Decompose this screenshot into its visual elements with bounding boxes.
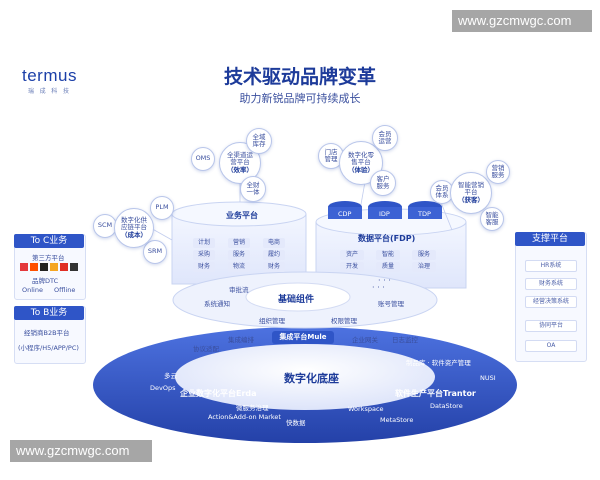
platform-logo-icon xyxy=(20,263,28,271)
tdp-label: TDP xyxy=(418,210,431,218)
base-item: 权限管理 xyxy=(331,317,357,325)
mule-item: 协议适配 xyxy=(193,345,219,353)
toc-offline: Offline xyxy=(54,286,76,294)
tob-line2: (小程序/H5/APP/PC) xyxy=(18,344,79,352)
member-ops-bubble: 会员运营 xyxy=(372,125,398,151)
store-bubble: 门店管理 xyxy=(318,143,344,169)
base-item: 系统通知 xyxy=(204,300,230,308)
tranter-item: 制品库 · 软件资产管理 xyxy=(406,359,471,367)
tdp-disk-body xyxy=(408,207,442,219)
brand-logo: termus 瑞 成 科 技 xyxy=(22,66,77,95)
mule-item: 企业网关 xyxy=(352,336,378,344)
business-tag: 电商 xyxy=(263,238,285,248)
retail-digital-bubble: 数字化零售平台（体验） xyxy=(339,141,383,185)
mule-item: 日志监控 xyxy=(392,336,418,344)
logo-text: termus xyxy=(22,66,77,85)
smart-cs-bubble: 智能客服 xyxy=(480,207,504,231)
fdp-tag: 质量 xyxy=(376,262,400,272)
fdp-more: · · · xyxy=(378,276,391,285)
oms-bubble: OMS xyxy=(191,147,215,171)
fdp-title: 数据平台(FDP) xyxy=(358,234,416,243)
support-item: HR系统 xyxy=(525,260,577,272)
base-item: 组织管理 xyxy=(259,317,285,325)
erda-item: 快数据 xyxy=(286,419,306,427)
platform-logo-icon xyxy=(30,263,38,271)
tranter-item: MetaStore xyxy=(380,416,414,424)
support-item: 财务系统 xyxy=(525,278,577,290)
toc-title: To C业务 xyxy=(14,234,84,248)
inventory-bubble: 全域库存 xyxy=(246,128,272,154)
fdp-tag: 开发 xyxy=(340,262,364,272)
business-tag: 物流 xyxy=(228,262,250,272)
base-item: 账号管理 xyxy=(378,300,404,308)
marketing-platform-bubble: 智能营销平台（获客） xyxy=(450,172,492,214)
support-title: 支撑平台 xyxy=(515,232,585,246)
erda-item: 微服务治理 xyxy=(236,404,269,412)
business-tag: 财务 xyxy=(193,262,215,272)
finance-bubble: 全财一体 xyxy=(240,176,266,202)
erda-item: DevOps xyxy=(150,384,176,392)
toc-dtc: 品牌DTC xyxy=(32,277,59,285)
business-tag: 计划 xyxy=(193,238,215,248)
idp-label: IDP xyxy=(379,210,390,218)
business-platform-title: 业务平台 xyxy=(226,211,258,220)
base-disc-center xyxy=(245,282,351,312)
base-title: 基础组件 xyxy=(278,295,315,305)
page-title: 技术驱动品牌变革 xyxy=(223,66,376,88)
watermark-bottom: www.gzcmwgc.com xyxy=(10,440,152,462)
business-tag: 财务 xyxy=(263,262,285,272)
fdp-tag: 资产 xyxy=(340,250,364,260)
digital-base-title: 数字化底座 xyxy=(284,372,339,385)
business-tag: 营销 xyxy=(228,238,250,248)
tranter-title: 软件生产平台Trantor xyxy=(395,389,476,398)
idp-disk-body xyxy=(368,207,402,219)
cdp-label: CDP xyxy=(338,210,352,218)
business-tag: 履约 xyxy=(263,250,285,260)
ring-inner xyxy=(175,344,435,410)
tranter-item: DataStore xyxy=(430,402,463,410)
support-item: OA xyxy=(525,340,577,352)
srm-bubble: SRM xyxy=(143,240,167,264)
tranter-item: NUSI xyxy=(480,374,496,382)
fdp-tag: 服务 xyxy=(412,250,436,260)
business-tag: 服务 xyxy=(228,250,250,260)
supply-chain-bubble: 数字化供应链平台（成本） xyxy=(114,208,154,248)
base-more: · · · xyxy=(372,283,385,292)
watermark-top: www.gzcmwgc.com xyxy=(452,10,592,32)
mule-title: 集成平台Mule xyxy=(272,331,334,344)
platform-logo-icon xyxy=(40,263,48,271)
customer-service-bubble: 客户服务 xyxy=(370,170,396,196)
base-item: 审批流 xyxy=(229,286,249,294)
tob-title: To B业务 xyxy=(14,306,84,320)
fdp-tag: 治理 xyxy=(412,262,436,272)
page-subtitle: 助力新锐品牌可持续成长 xyxy=(239,92,361,105)
platform-logo-icon xyxy=(60,263,68,271)
platform-logos xyxy=(20,263,78,271)
toc-online: Online xyxy=(22,286,43,294)
erda-item: 多云 xyxy=(164,372,177,380)
fdp-tag: 智能 xyxy=(376,250,400,260)
toc-third-party: 第三方平台 xyxy=(32,254,65,262)
erda-item: Action&Add-on Market xyxy=(208,413,281,421)
logo-subtext: 瑞 成 科 技 xyxy=(27,89,71,95)
member-system-bubble: 会员体系 xyxy=(430,180,454,204)
support-item: 经营决策系统 xyxy=(525,296,577,308)
tranter-item: Workspace xyxy=(348,405,384,413)
plm-bubble: PLM xyxy=(150,196,174,220)
platform-logo-icon xyxy=(50,263,58,271)
support-item: 协同平台 xyxy=(525,320,577,332)
business-tag: 采购 xyxy=(193,250,215,260)
cdp-disk-body xyxy=(328,207,362,219)
tob-line1: 经销商B2B平台 xyxy=(24,329,70,337)
erda-title: 企业数字化平台Erda xyxy=(180,389,257,398)
mule-item: 集成编排 xyxy=(228,336,254,344)
marketing-service-bubble: 营销服务 xyxy=(486,160,510,184)
platform-logo-icon xyxy=(70,263,78,271)
